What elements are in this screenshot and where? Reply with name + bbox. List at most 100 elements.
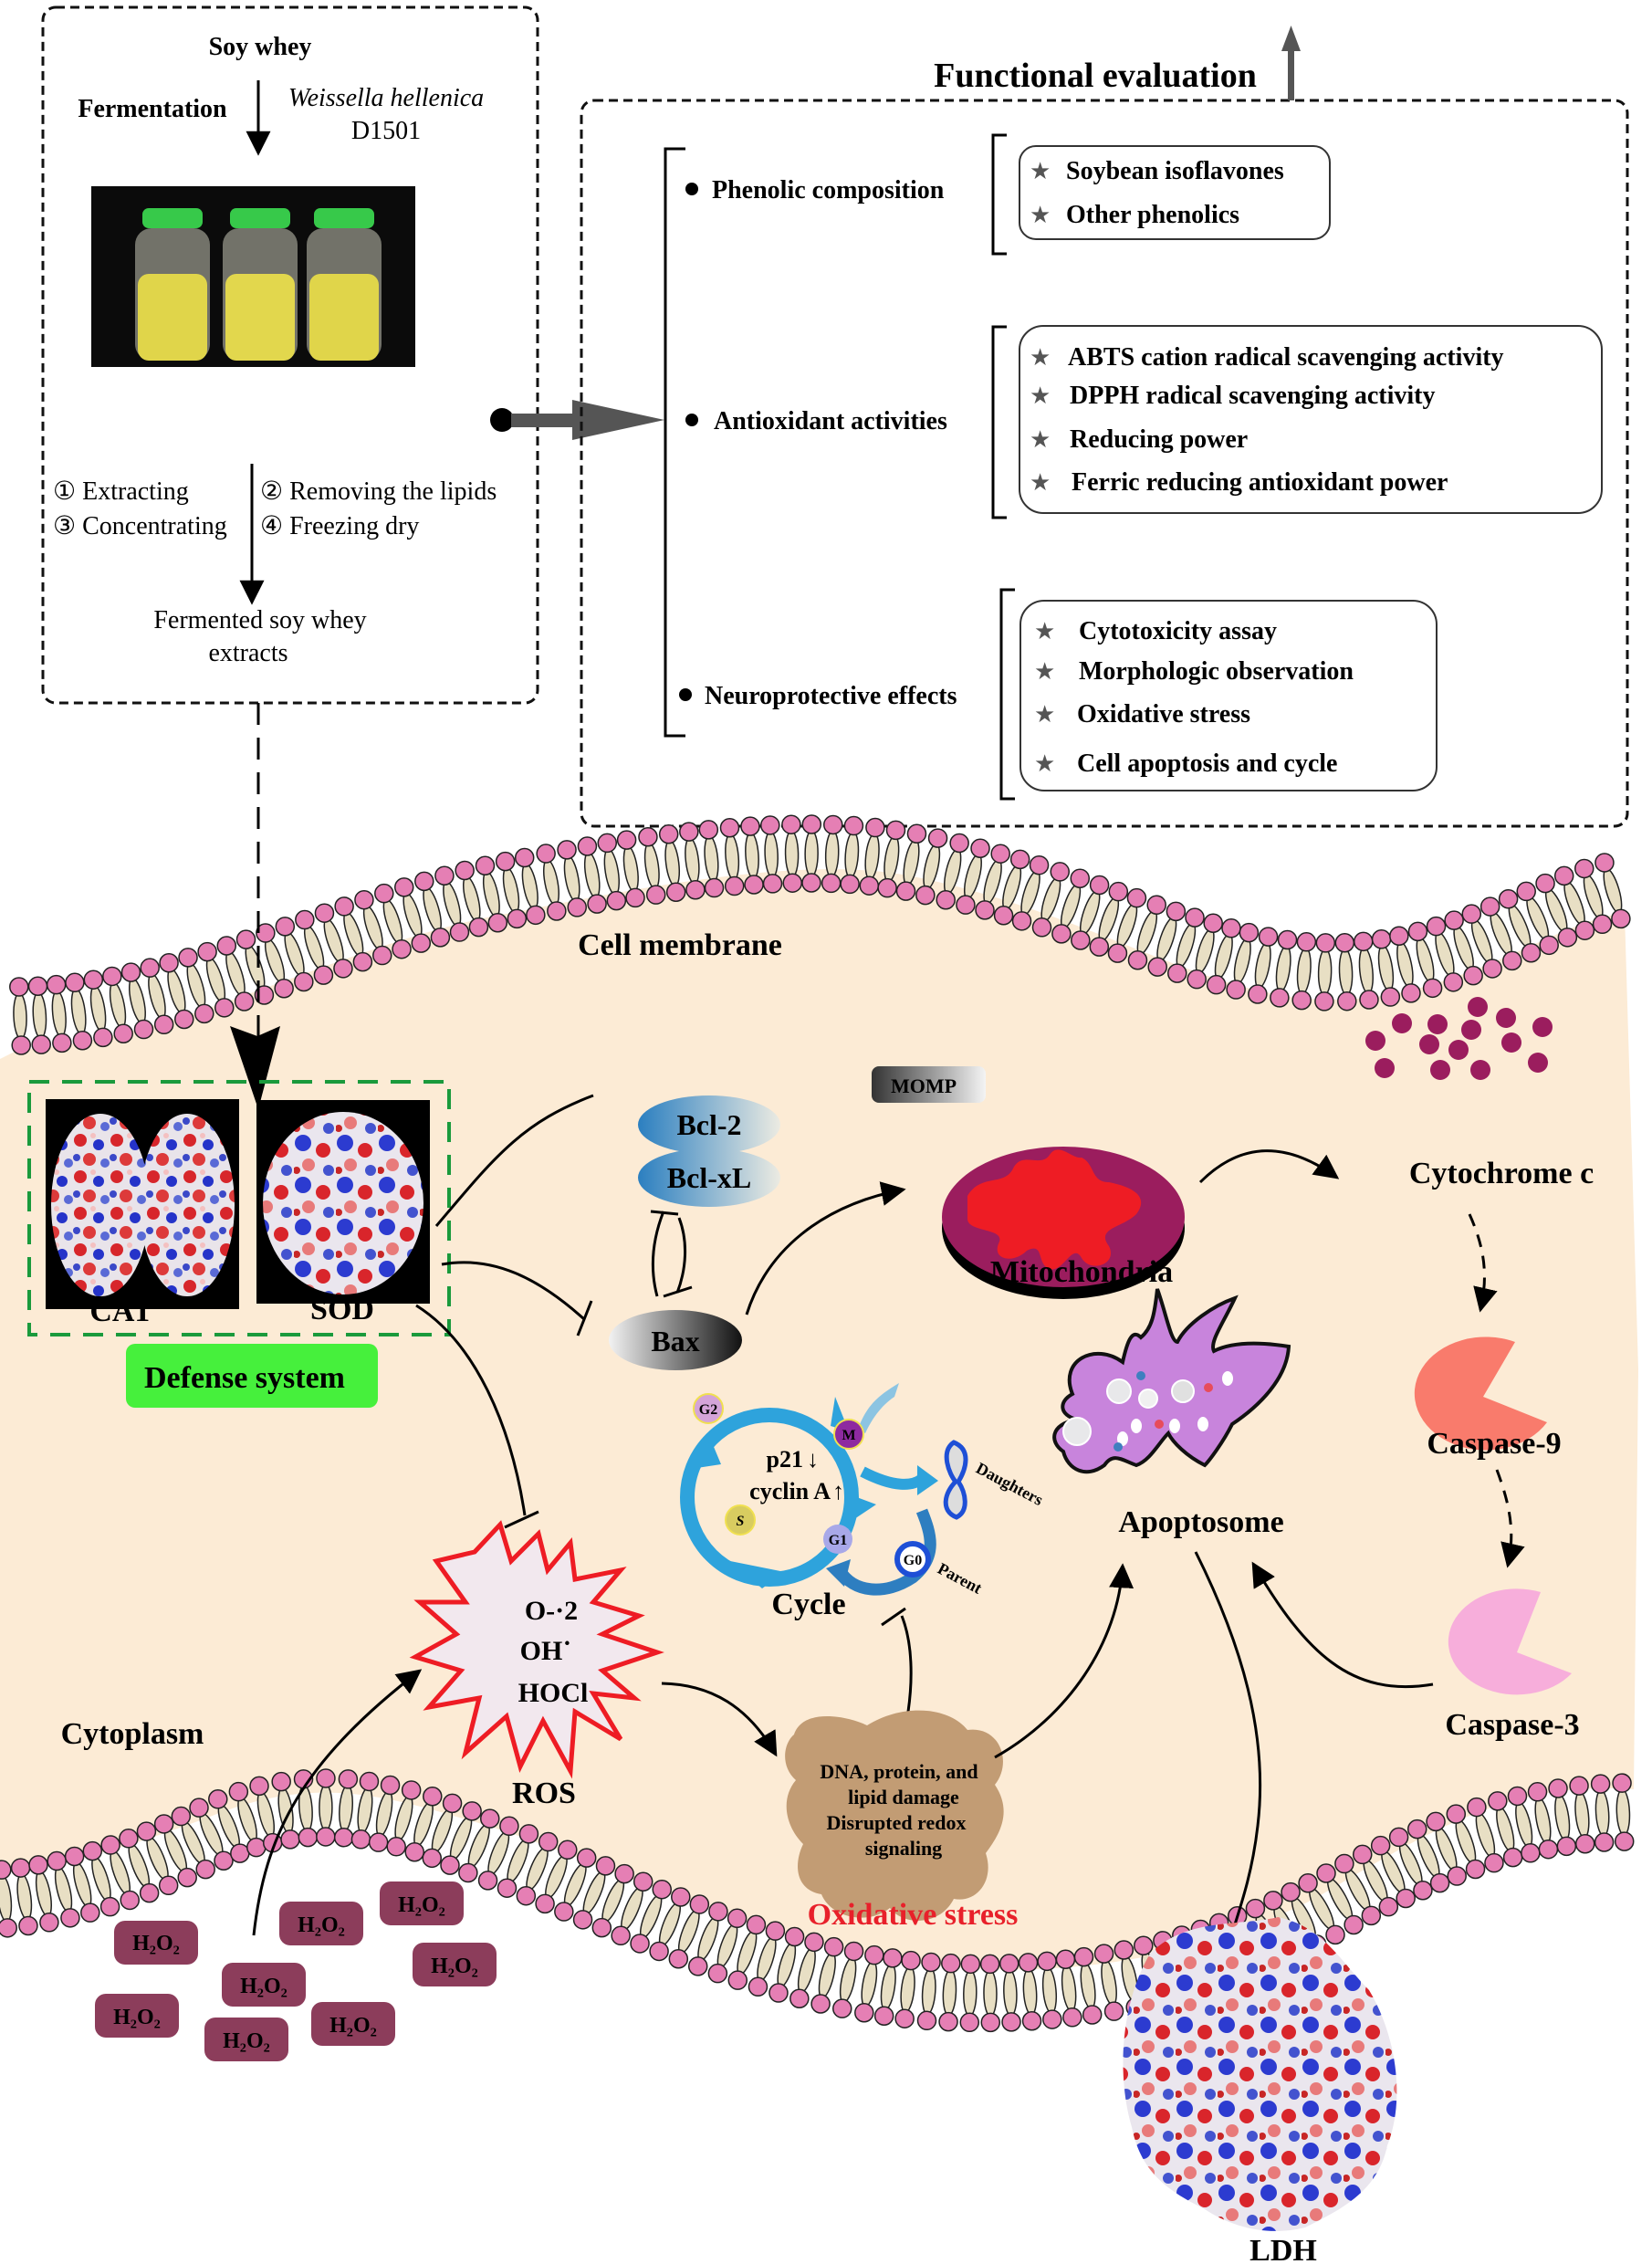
lipid-head <box>1291 990 1312 1011</box>
lipid-tail <box>13 992 27 1040</box>
lipid-head <box>430 928 451 948</box>
lipid-head <box>1031 917 1052 938</box>
group-antioxidant: Antioxidant activities <box>714 407 947 435</box>
lipid-head <box>614 1863 634 1884</box>
damage-to-apoptosome-arrow <box>994 1563 1134 1759</box>
lipid-head <box>1248 984 1268 1004</box>
item-box <box>1019 600 1438 791</box>
lipid-head <box>333 1827 354 1848</box>
lipid-head <box>873 2006 894 2026</box>
caspase3-to-apoptosome-arrow <box>1251 1561 1434 1689</box>
lipid-head <box>538 1831 559 1852</box>
lipid-head <box>46 974 67 995</box>
lipid-head <box>921 1952 941 1973</box>
lipid-head <box>1484 1852 1504 1873</box>
lipid-head <box>765 1921 786 1941</box>
lipid-head <box>1239 922 1260 943</box>
svg-text:H₂O₂: H₂O₂ <box>113 2006 161 2029</box>
lipid-head <box>567 897 587 917</box>
lipid-head <box>518 1824 539 1844</box>
lipid-head <box>956 895 976 915</box>
defense-system: CAT SOD Defense system <box>27 1080 451 1408</box>
eval-item: Other phenolics <box>1066 201 1239 229</box>
lipid-head <box>280 1829 300 1850</box>
lipid-head <box>959 2012 980 2033</box>
lipid-head <box>727 1970 748 1990</box>
lipid-head <box>177 1867 197 1888</box>
h2o2-box: H₂O₂ <box>311 2002 395 2046</box>
cycle-arrowhead-icon <box>685 1442 721 1470</box>
lipid-tail <box>1358 947 1374 994</box>
lipid-head <box>1103 2001 1124 2021</box>
bottle <box>223 208 298 361</box>
lipid-head <box>1378 1896 1399 1917</box>
parent-arrow <box>834 1508 936 1596</box>
lipid-head <box>52 1032 72 1053</box>
lipid-head <box>1325 1924 1345 1945</box>
lipid-tail <box>804 830 819 877</box>
phase-s-label: S <box>737 1514 745 1529</box>
lipid-head <box>1507 1786 1528 1807</box>
lipid-head <box>274 979 294 999</box>
star-icon: ★ <box>1030 158 1051 184</box>
lipid-head <box>999 1954 1019 1974</box>
lipid-head <box>782 873 802 893</box>
lipid-head <box>748 1976 768 1997</box>
lipid-head <box>1502 950 1522 971</box>
apoptosome-label: Apoptosome <box>1118 1505 1283 1539</box>
lipid-head <box>1042 2009 1062 2029</box>
lipid-head <box>685 879 706 900</box>
group-neuroprotective: Neuroprotective effects <box>705 682 957 710</box>
lipid-head <box>1590 1774 1611 1794</box>
lipid-head <box>31 1034 51 1054</box>
evaluation-border <box>580 99 1629 828</box>
lipid-tail <box>1156 917 1177 962</box>
lipid-head <box>1479 896 1500 917</box>
phase-g2-label: G2 <box>699 1402 717 1418</box>
apoptosome-vesicles <box>1062 1371 1233 1452</box>
lipid-head <box>235 929 256 949</box>
lipid-head <box>83 970 104 990</box>
lipid-head <box>689 1894 710 1914</box>
lipid-head <box>1488 1791 1508 1811</box>
soy-whey-label: Soy whey <box>209 33 312 61</box>
lipid-tail <box>1377 944 1395 991</box>
lipid-head <box>883 1948 903 1968</box>
lipid-head <box>1245 1898 1266 1919</box>
lipid-tail <box>167 968 186 1014</box>
lipid-head <box>801 814 822 834</box>
p21-label: p21 <box>767 1446 803 1473</box>
caspase-3-label: Caspase-3 <box>1445 1708 1579 1742</box>
lipid-head <box>1108 881 1129 902</box>
lipid-head <box>234 991 255 1011</box>
mito-to-cytochrome-arrow <box>1198 1149 1340 1184</box>
preparation-border <box>41 5 539 705</box>
lipid-head <box>941 1953 961 1974</box>
inhibit-bar <box>576 1300 593 1336</box>
eval-item: DPPH radical scavenging activity <box>1070 382 1436 410</box>
lipid-head <box>1353 1844 1373 1865</box>
lipid-head <box>1166 901 1187 922</box>
lipid-tail <box>423 886 442 932</box>
lipid-head <box>468 917 489 938</box>
lipid-head <box>1334 932 1355 953</box>
bax-protein <box>609 1310 742 1370</box>
lipid-head <box>462 1801 482 1821</box>
lipid-head <box>587 894 607 914</box>
lipid-head <box>1447 1866 1467 1886</box>
lipid-tail <box>1296 948 1312 995</box>
lipid-head <box>39 1913 59 1933</box>
lipid-head <box>606 890 627 911</box>
lipid-head <box>214 998 235 1018</box>
lipid-head <box>1263 1891 1283 1911</box>
lipid-head <box>1521 1843 1541 1863</box>
inhibit-bar <box>663 1285 693 1298</box>
lipid-head <box>679 822 699 842</box>
bax-to-mito-arrow <box>745 1181 906 1315</box>
lipid-head <box>1353 931 1374 952</box>
lipid-head <box>1426 1811 1446 1832</box>
lipid-tail <box>1338 948 1354 996</box>
cat-protein-icon <box>51 1114 150 1296</box>
lipid-head <box>990 844 1010 864</box>
lipid-head <box>401 1780 422 1800</box>
